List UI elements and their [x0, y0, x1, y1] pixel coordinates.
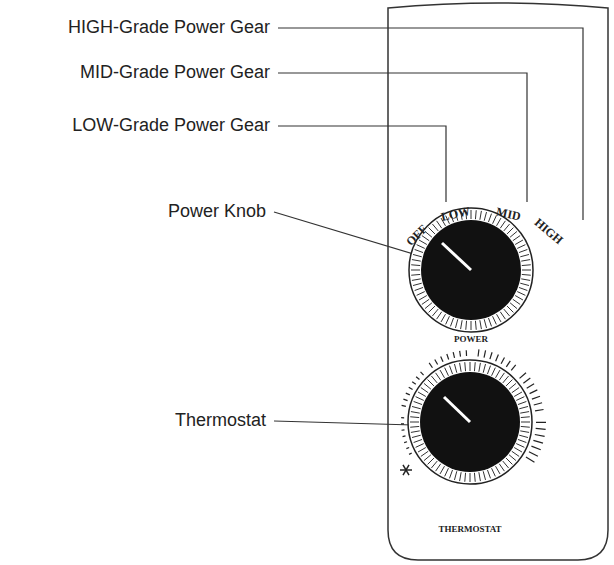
thermostat-scale	[401, 349, 546, 462]
power-knob	[409, 208, 533, 332]
leader-line	[278, 73, 527, 202]
leader-lines	[274, 28, 583, 426]
callout-label: HIGH-Grade Power Gear	[68, 18, 270, 38]
snowflake-symbol	[400, 465, 412, 475]
knob-caption: POWER	[454, 335, 488, 345]
callout-label: Power Knob	[168, 202, 266, 222]
knob-caption: THERMOSTAT	[438, 525, 501, 535]
callout-label: LOW-Grade Power Gear	[72, 116, 270, 136]
callout-label: MID-Grade Power Gear	[80, 63, 270, 83]
leader-line	[278, 126, 446, 202]
control-panel-housing	[388, 3, 608, 560]
thermostat-knob	[408, 360, 532, 484]
leader-line	[278, 28, 583, 220]
callout-label: Thermostat	[175, 411, 266, 431]
